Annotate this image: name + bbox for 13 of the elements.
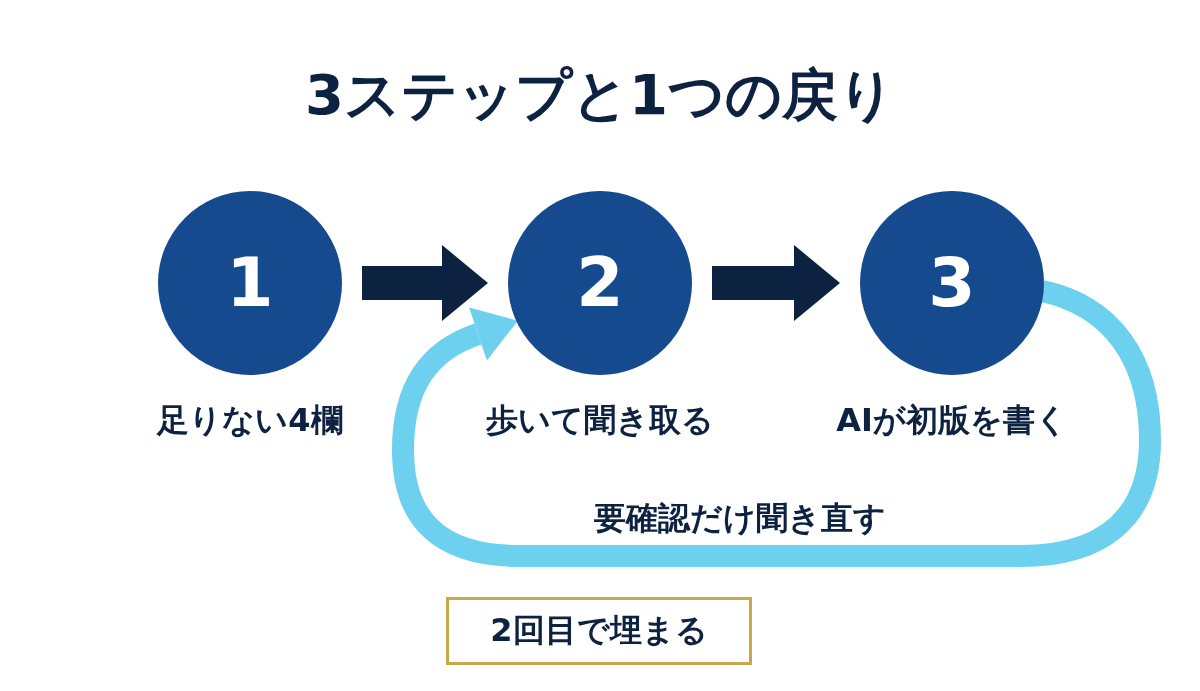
step-number: 2 [576, 249, 624, 317]
step-caption: 歩いて聞き取る [486, 400, 714, 441]
step-caption: AIが初版を書く [836, 400, 1068, 441]
note-text: 2回目で埋まる [490, 610, 708, 651]
edge-label: 要確認だけ聞き直す [594, 498, 886, 539]
block-arrow [362, 245, 488, 321]
block-arrow [712, 245, 840, 321]
step-caption: 足りない4欄 [157, 400, 343, 441]
title: 3ステップと1つの戻り [304, 61, 896, 129]
step-number: 3 [928, 249, 976, 317]
loop-arrow [392, 280, 1161, 567]
step-number: 1 [226, 249, 274, 317]
note-box [446, 597, 752, 665]
